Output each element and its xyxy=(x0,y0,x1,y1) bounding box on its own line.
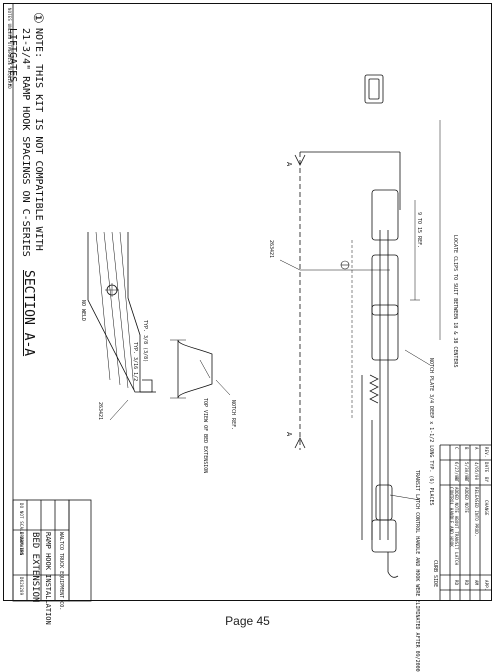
company-name: WALTCO TRUCK EQUIPMENT CO. xyxy=(58,532,64,611)
rev-row-app: AM xyxy=(474,580,479,586)
bottom-title-block xyxy=(12,499,92,602)
rev-row-change: RELEASED INTO PROD. xyxy=(474,487,479,537)
drawn-by: DRAWN BRN xyxy=(19,532,24,556)
locate-clips-label: LOCATE CLIPS TO SUIT BETWEEN 18 & 38 CEN… xyxy=(452,235,458,368)
title-block-lines xyxy=(439,444,492,601)
drawing-sheet: NOTES UNLESS OTHERWISE REQUIRED ① NOTE: … xyxy=(3,3,492,672)
page-number: Page 45 xyxy=(225,614,270,628)
to-ref-label: 9 TO 15 REF. xyxy=(416,212,422,249)
technical-drawing xyxy=(12,3,492,602)
rev-row-by: RT xyxy=(464,477,469,483)
notch-plate-label: NOTCH PLATE 3/4 DEEP x 1-1/2 LONG TYP. (… xyxy=(428,358,434,506)
part-label-a: 263421 xyxy=(97,402,103,421)
note-line-3: LIFTGATES. xyxy=(7,28,18,89)
typ-label-a: TYP. 3/8 (3/8) xyxy=(142,320,148,363)
rev-header-app: APP. xyxy=(484,580,489,591)
rev-row-change: ADDED NOTE ABOUT TRANSIT LATCH CONTROL H… xyxy=(449,487,459,566)
curb-side-label: CURB SIDE xyxy=(432,560,438,588)
rev-row-rev: B xyxy=(464,447,469,450)
centerline-symbol xyxy=(340,260,350,270)
rev-row-date: 4/05/00 xyxy=(474,462,479,481)
rev-header-rev: REV. xyxy=(484,447,489,458)
section-view xyxy=(87,231,156,421)
rev-row-rev: A xyxy=(474,447,479,450)
rev-row-rev: C xyxy=(454,447,459,450)
notch-ref-label: NOTCH REF. xyxy=(230,400,236,431)
part-label-b: 263421 xyxy=(268,240,274,259)
part-number: D620289 xyxy=(19,577,24,596)
section-mark-a-bottom: A xyxy=(285,432,293,437)
rev-header-by: BY xyxy=(484,477,489,483)
rev-row-app: RD xyxy=(464,580,469,586)
drawing-subtitle: BED EXTENSION xyxy=(30,532,40,603)
note-marker: ① xyxy=(30,12,45,24)
note-line-1: NOTE: THIS KIT IS NOT COMPATIBLE WITH xyxy=(33,28,44,251)
notch-detail xyxy=(170,339,231,399)
no-weld-label: NO WELD xyxy=(80,300,86,322)
rev-row-app: RD xyxy=(454,580,459,586)
plan-view xyxy=(279,74,441,578)
rev-row-change: ADDED NOTE xyxy=(464,487,469,514)
top-view-label: TOP VIEW OF BED EXTENSION xyxy=(202,398,208,474)
section-mark-a-top: A xyxy=(285,162,293,167)
transit-latch-label: TRANSIT LATCH CONTROL HANDLE AND HOOK WE… xyxy=(414,470,420,672)
drawing-title: RAMP HOOK INSTALLATION xyxy=(44,532,52,625)
section-label: SECTION A-A xyxy=(21,270,36,357)
rev-row-by: RT xyxy=(454,477,459,483)
sheet-border xyxy=(3,3,492,601)
typ-label-b: TYP. 3/16 1/2 xyxy=(132,342,138,382)
rev-header-change: CHANGE xyxy=(484,500,489,516)
note-line-2: 21-3/4" RAMP HOOK SPACINGS ON C-SERIES xyxy=(20,28,31,257)
rev-header-date: DATE xyxy=(484,462,489,473)
